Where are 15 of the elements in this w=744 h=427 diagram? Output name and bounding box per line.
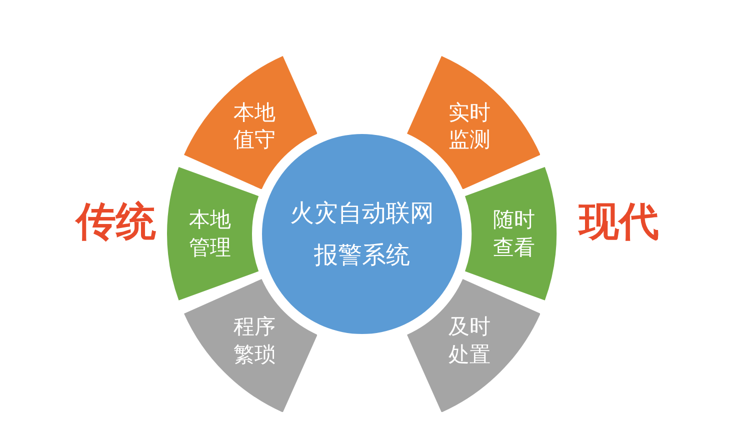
ring-segment [184, 56, 318, 190]
segment-label: 实时监测 [447, 98, 492, 154]
segment-label: 本地管理 [188, 206, 232, 261]
ring-segment [184, 278, 318, 412]
side-heading: 现代 [579, 202, 659, 242]
segment-label: 随时查看 [492, 206, 536, 261]
ring-segment [406, 278, 540, 412]
ring-segment [406, 56, 540, 190]
segment-label: 本地值守 [232, 98, 276, 154]
segment-label: 及时处置 [447, 314, 492, 368]
segment-label: 程序繁琐 [232, 314, 276, 368]
ring-segment [465, 167, 557, 301]
ring-segment [167, 167, 259, 301]
side-heading: 传统 [76, 202, 156, 242]
center-label: 火灾自动联网报警系统 [289, 198, 435, 271]
